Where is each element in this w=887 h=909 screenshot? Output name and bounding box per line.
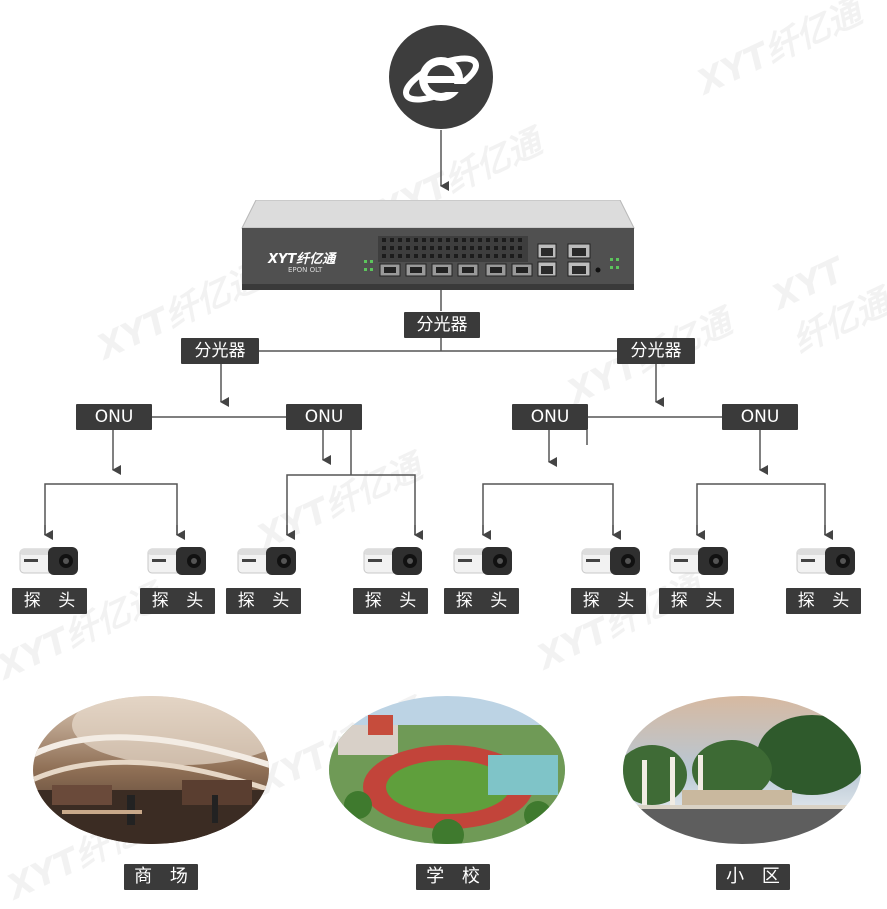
- camera-label: 探 头: [444, 588, 519, 614]
- onu-label: ONU: [512, 404, 588, 430]
- camera-label: 探 头: [226, 588, 301, 614]
- camera-label: 探 头: [353, 588, 428, 614]
- olt-brand-label: XYT纤亿通: [268, 252, 336, 267]
- residential-community-photo: [622, 695, 862, 845]
- camera-label: 探 头: [786, 588, 861, 614]
- onu-label: ONU: [76, 404, 152, 430]
- olt-device: XYT纤亿通 EPON OLT: [240, 200, 636, 292]
- right-splitter-label: 分光器: [617, 338, 695, 364]
- main-splitter-label: 分光器: [404, 312, 480, 338]
- camera-label: 探 头: [140, 588, 215, 614]
- shopping-mall-photo: [32, 695, 270, 845]
- school-playground-photo: [328, 695, 566, 845]
- ie-browser-icon: [388, 24, 494, 130]
- camera-label: 探 头: [571, 588, 646, 614]
- place-label-mall: 商 场: [124, 864, 198, 890]
- olt-model-label: EPON OLT: [288, 266, 323, 274]
- left-splitter-label: 分光器: [181, 338, 259, 364]
- place-label-community: 小 区: [716, 864, 790, 890]
- place-label-school: 学 校: [416, 864, 490, 890]
- camera-label: 探 头: [12, 588, 87, 614]
- onu-label: ONU: [722, 404, 798, 430]
- onu-label: ONU: [286, 404, 362, 430]
- camera-label: 探 头: [659, 588, 734, 614]
